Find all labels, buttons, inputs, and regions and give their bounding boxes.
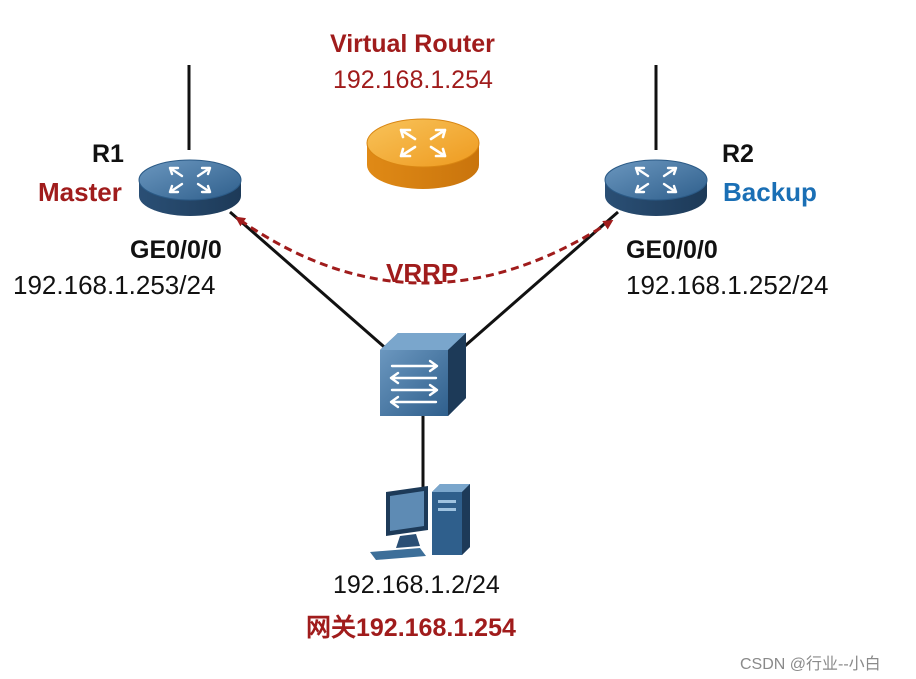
- vrrp-label: VRRP: [386, 258, 459, 288]
- pc-icon: [370, 484, 470, 560]
- link-r2-switch: [457, 210, 619, 354]
- router-icon: [604, 159, 708, 216]
- pc-ip: 192.168.1.2/24: [333, 571, 500, 599]
- r1-ip: 192.168.1.253/24: [13, 270, 216, 300]
- r2-interface: GE0/0/0: [626, 236, 718, 264]
- vrrp-link: [235, 216, 614, 285]
- virtual-router-icon: [366, 118, 480, 189]
- pc-gateway: 网关192.168.1.254: [306, 614, 516, 642]
- virtual-router-ip: 192.168.1.254: [333, 66, 493, 94]
- virtual-router-title: Virtual Router: [330, 30, 495, 58]
- r1-role: Master: [38, 177, 122, 207]
- r2-name: R2: [722, 140, 754, 168]
- r1-interface: GE0/0/0: [130, 236, 222, 264]
- switch-icon: [380, 333, 466, 416]
- router-icon: [138, 159, 242, 216]
- watermark: CSDN @行业--小白: [740, 656, 881, 673]
- r2-role: Backup: [723, 177, 817, 207]
- r2-ip: 192.168.1.252/24: [626, 270, 829, 300]
- r1-name: R1: [92, 140, 124, 168]
- link-r1-switch: [229, 210, 391, 354]
